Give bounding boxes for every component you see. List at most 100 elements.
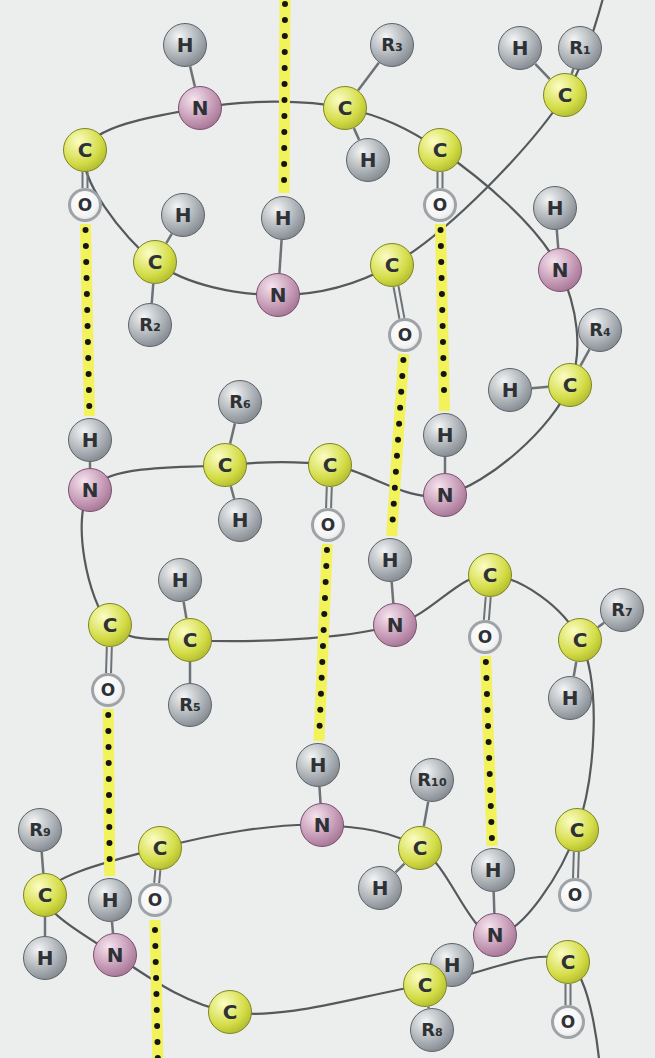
carbon-atom: C [133,240,177,284]
atom-symbol: C [218,455,233,475]
single-bond-line [574,662,577,677]
carbon-atom: C [403,963,447,1007]
hbond-dots [319,550,327,735]
nitrogen-atom: N [178,86,222,130]
carbon-atom: C [208,990,252,1034]
atom-symbol: N [437,485,454,505]
hydrogen-atom: H [158,558,202,602]
nitrogen-atom: N [256,273,300,317]
carbon-atom: C [546,940,590,984]
carbon-atom: C [168,618,212,662]
covalent-bond [166,234,171,243]
covalent-bond [532,387,548,388]
hydrogen-atom: H [296,743,340,787]
side-chain-atom: R₁ [558,26,602,70]
double-bond-line [437,172,439,188]
covalent-bond [231,486,234,499]
hydrogen-atom: H [161,193,205,237]
covalent-bond [396,864,405,873]
atom-symbol: H [512,38,529,58]
single-bond-line [44,917,47,936]
single-bond-line [319,787,320,803]
hbond-bar [440,224,444,411]
single-bond-line [492,892,495,913]
hydrogen-atom: H [488,368,532,412]
single-bond-line [184,602,187,619]
single-bond-line [112,922,113,933]
double-bond-line [159,870,160,883]
atom-symbol: R₄ [589,321,611,339]
atom-symbol: R₆ [229,393,251,411]
atom-symbol: R₃ [381,36,403,54]
covalent-bond [535,64,550,79]
single-bond-line [392,582,394,603]
carbon-atom: C [308,443,352,487]
nitrogen-atom: N [68,468,112,512]
covalent-bond [112,922,113,933]
atom-symbol: C [558,85,573,105]
atom-symbol: R₂ [139,316,161,334]
nitrogen-atom: N [93,933,137,977]
double-bond-line [394,287,400,319]
atom-symbol: O [78,197,92,214]
atom-symbol: O [568,887,582,904]
hbond-bar [319,544,327,741]
atom-symbol: C [563,375,578,395]
atom-symbol: H [177,35,194,55]
single-bond-line [166,234,171,243]
single-bond-line [598,623,604,627]
single-bond-line [189,662,192,683]
atom-symbol: H [547,198,564,218]
atom-symbol: R₁₀ [417,771,447,789]
double-bond-line [577,852,580,878]
atom-symbol: H [37,948,54,968]
oxygen-atom: O [388,318,422,352]
atom-symbol: N [82,480,99,500]
double-bond-line [489,597,491,620]
covalent-bond [190,66,195,86]
nitrogen-atom: N [538,248,582,292]
atom-symbol: C [570,820,585,840]
hydrogen-atom: H [23,936,67,980]
single-bond-line [581,349,590,365]
single-bond-line [358,63,379,91]
carbon-atom: C [548,363,592,407]
hydrogen-atom: H [423,413,467,457]
oxygen-atom: O [558,878,592,912]
covalent-bond [152,284,154,303]
double-bond-line [570,984,572,1005]
atom-symbol: C [413,838,428,858]
carbon-atom: C [418,128,462,172]
covalent-bond [279,240,281,273]
nitrogen-atom: N [473,913,517,957]
hbond-bar [108,709,110,876]
atom-symbol: N [107,945,124,965]
covalent-bond [493,892,495,913]
hydrogen-bond [440,224,444,411]
atom-symbol: C [483,565,498,585]
covalent-bond [230,423,235,443]
single-bond-line [279,240,281,273]
hbond-dots [108,715,109,870]
atom-symbol: R₁ [569,39,591,57]
hydrogen-atom: H [346,138,390,182]
carbon-atom: C [138,826,182,870]
atom-symbol: H [502,380,519,400]
oxygen-atom: O [423,188,457,222]
hydrogen-atom: H [358,866,402,910]
hydrogen-bond-stub [284,0,285,193]
atom-symbol: N [314,815,331,835]
oxygen-atom: O [311,508,345,542]
atom-symbol: O [433,197,447,214]
atom-symbol: O [561,1014,575,1031]
atom-symbol: C [433,140,448,160]
covalent-bond [598,623,604,627]
covalent-bond [394,286,405,319]
double-bond-line [82,172,84,188]
covalent-bond [574,662,577,677]
atom-symbol: C [103,615,118,635]
carbon-atom: C [558,618,602,662]
single-bond-line [396,864,405,873]
carbon-atom: C [555,808,599,852]
side-chain-atom: R₅ [168,683,212,727]
